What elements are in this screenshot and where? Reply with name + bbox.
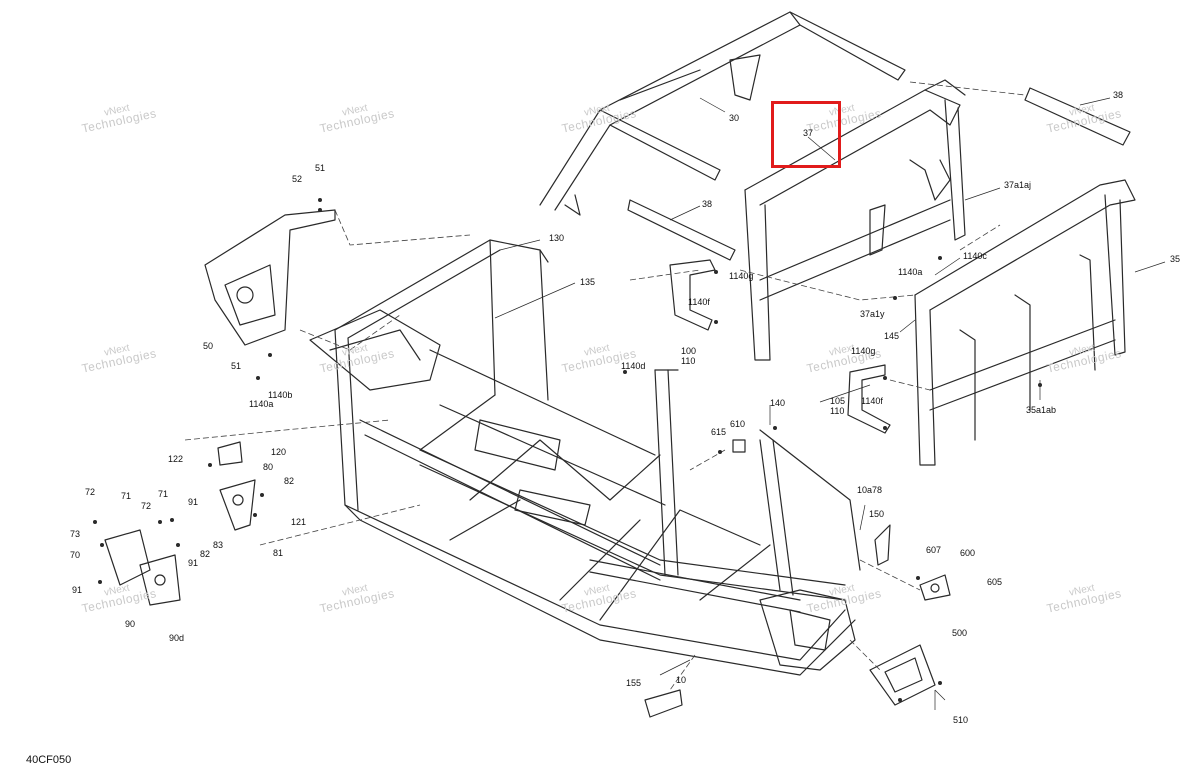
callout-label[interactable]: 607 bbox=[926, 545, 942, 555]
callout-label[interactable]: 38 bbox=[702, 199, 713, 209]
bracket-70[interactable] bbox=[104, 529, 151, 586]
part-600[interactable] bbox=[919, 574, 951, 601]
callout-label[interactable]: 30 bbox=[729, 113, 740, 123]
callout-label[interactable]: 500 bbox=[952, 628, 968, 638]
callout-label[interactable]: 90 bbox=[125, 619, 136, 629]
leader-lines bbox=[494, 97, 1166, 710]
diagram-code: 40CF050 bbox=[26, 754, 72, 766]
callout-label[interactable]: 35a1ab bbox=[1026, 405, 1057, 415]
side-frame-35[interactable] bbox=[914, 179, 1136, 466]
assembly-lines bbox=[184, 81, 1026, 691]
callout-label[interactable]: 1140f bbox=[861, 396, 883, 406]
callout-label[interactable]: 122 bbox=[168, 454, 184, 464]
fasteners bbox=[93, 198, 1042, 702]
callout-label[interactable]: 1140g bbox=[851, 346, 876, 356]
callout-label[interactable]: 1140f bbox=[688, 297, 710, 307]
callout-label[interactable]: 140 bbox=[770, 398, 786, 408]
callout-label[interactable]: 150 bbox=[869, 509, 885, 519]
callout-label[interactable]: 82 bbox=[200, 549, 211, 559]
bar-38-upper[interactable] bbox=[1024, 87, 1131, 146]
callout-label[interactable]: 510 bbox=[953, 715, 969, 725]
callout-label[interactable]: 110 bbox=[681, 356, 696, 366]
callout-label[interactable]: 130 bbox=[549, 233, 565, 243]
callout-label[interactable]: 72 bbox=[85, 487, 96, 497]
callout-label[interactable]: 1140d bbox=[621, 361, 646, 371]
highlight-box bbox=[771, 101, 841, 168]
callout-label[interactable]: 10a78 bbox=[857, 485, 883, 495]
callout-label[interactable]: 70 bbox=[70, 550, 81, 560]
roll-cage-top[interactable] bbox=[539, 11, 906, 216]
callout-label[interactable]: 605 bbox=[987, 577, 1003, 587]
part-150[interactable] bbox=[874, 524, 891, 566]
bracket-120[interactable] bbox=[217, 441, 243, 466]
skid-plate-500[interactable] bbox=[869, 644, 936, 706]
callout-label[interactable]: 83 bbox=[213, 540, 224, 550]
part-155[interactable] bbox=[644, 689, 683, 718]
panel-50[interactable] bbox=[204, 209, 336, 346]
callout-label[interactable]: 50 bbox=[203, 341, 214, 351]
callout-label[interactable]: 35 bbox=[1170, 254, 1181, 264]
callout-label[interactable]: 71 bbox=[158, 489, 169, 499]
door-bar-105[interactable] bbox=[847, 364, 891, 434]
callout-label[interactable]: 1140b bbox=[268, 390, 293, 400]
callout-label[interactable]: 1140g bbox=[729, 271, 754, 281]
callout-label[interactable]: 91 bbox=[188, 497, 199, 507]
callout-label[interactable]: 10 bbox=[676, 675, 687, 685]
callout-label[interactable]: 72 bbox=[141, 501, 152, 511]
callout-label[interactable]: 100 bbox=[681, 346, 697, 356]
bracket-610[interactable] bbox=[732, 439, 746, 453]
callout-label[interactable]: 145 bbox=[884, 331, 900, 341]
callout-label[interactable]: 90d bbox=[169, 633, 185, 643]
callout-label[interactable]: 615 bbox=[711, 427, 727, 437]
callout-label[interactable]: 91 bbox=[188, 558, 199, 568]
callout-label[interactable]: 38 bbox=[1113, 90, 1124, 100]
callout-label[interactable]: 135 bbox=[580, 277, 596, 287]
callout-label[interactable]: 81 bbox=[273, 548, 284, 558]
callout-label[interactable]: 1140c bbox=[963, 251, 987, 261]
callout-label[interactable]: 600 bbox=[960, 548, 976, 558]
main-frame[interactable] bbox=[309, 239, 861, 676]
callout-label[interactable]: 37a1aj bbox=[1004, 180, 1032, 190]
door-bar-100[interactable] bbox=[669, 259, 716, 331]
callout-label[interactable]: 73 bbox=[70, 529, 81, 539]
callout-label[interactable]: 1140a bbox=[898, 267, 923, 277]
callout-label[interactable]: 610 bbox=[730, 419, 746, 429]
callout-label[interactable]: 120 bbox=[271, 447, 287, 457]
bracket-80[interactable] bbox=[219, 479, 256, 531]
callout-label[interactable]: 51 bbox=[315, 163, 326, 173]
callout-label[interactable]: 121 bbox=[291, 517, 307, 527]
callout-label[interactable]: 80 bbox=[263, 462, 274, 472]
bracket-90[interactable] bbox=[139, 554, 181, 606]
callout-label[interactable]: 37 bbox=[803, 128, 814, 138]
callout-label[interactable]: 1140a bbox=[249, 399, 274, 409]
callout-label[interactable]: 51 bbox=[231, 361, 242, 371]
callout-label[interactable]: 37a1y bbox=[860, 309, 885, 319]
callout-label[interactable]: 71 bbox=[121, 491, 132, 501]
callout-label[interactable]: 52 bbox=[292, 174, 303, 184]
callout-label[interactable]: 155 bbox=[626, 678, 642, 688]
bar-38-mid[interactable] bbox=[627, 199, 736, 261]
callout-label[interactable]: 105 bbox=[830, 396, 846, 406]
cage-bar-37[interactable] bbox=[744, 79, 966, 361]
callout-label[interactable]: 91 bbox=[72, 585, 83, 595]
callout-label[interactable]: 82 bbox=[284, 476, 295, 486]
callout-label[interactable]: 110 bbox=[830, 406, 845, 416]
